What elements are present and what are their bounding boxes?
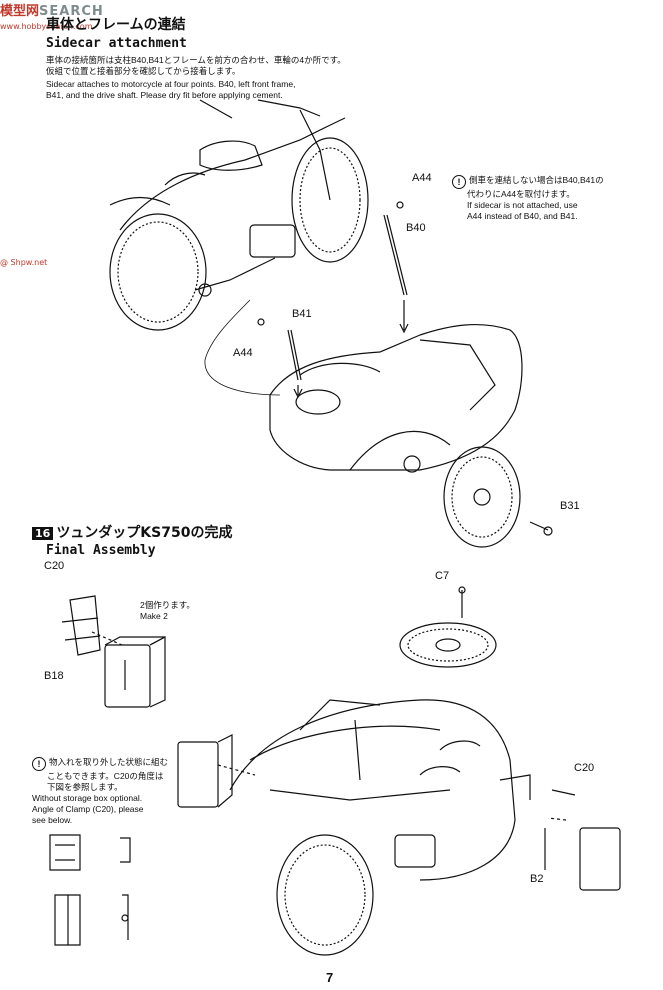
step16-note: !物入れを取り外した状態に組む こともできます。C20の角度は 下図を参照します… — [32, 757, 169, 825]
part-label-b2: B2 — [530, 873, 544, 885]
attention-icon: ! — [32, 757, 46, 771]
part-label-b18: B18 — [44, 670, 64, 682]
part-label-c20-left: C20 — [44, 560, 65, 572]
part-label-c20-right: C20 — [574, 762, 595, 774]
step15-title-en: Sidecar attachment — [46, 36, 187, 51]
part-label-c7: C7 — [435, 570, 450, 582]
watermark-url: www.hobbysearch.com — [0, 22, 93, 31]
part-label-b31: B31 — [560, 500, 580, 512]
motorcycle-drawing — [109, 99, 369, 396]
watermark: 模型网SEARCH — [0, 4, 104, 19]
attention-icon: ! — [452, 175, 466, 189]
step15-instructions: 車体の接続箇所は支柱B40,B41とフレームを前方の合わせ、車輪の4か所です。 … — [46, 55, 346, 100]
make-two-note: 2個作ります。 Make 2 — [140, 600, 195, 621]
storage-box-drawing — [61, 595, 166, 708]
watermark-side: @ Shpw.net — [0, 258, 48, 267]
step15-note: !側車を連結しない場合はB40,B41の 代わりにA44を取付けます。 If s… — [452, 175, 652, 222]
part-label-b40: B40 — [406, 222, 426, 234]
step16-number: 16 — [32, 527, 54, 540]
sidecar-drawing — [269, 323, 553, 548]
step15-title-jp: 車体とフレームの連結 — [46, 17, 186, 33]
page-number: 7 — [326, 970, 334, 985]
part-label-a44-top: A44 — [412, 172, 432, 184]
spare-tire-drawing — [399, 586, 497, 668]
step16-title-en: Final Assembly — [46, 543, 156, 558]
part-label-a44-left: A44 — [233, 347, 253, 359]
strut-parts — [257, 201, 409, 399]
final-assembly-drawing — [177, 699, 621, 956]
clamp-detail-views — [49, 834, 131, 946]
part-label-b41: B41 — [292, 308, 312, 320]
